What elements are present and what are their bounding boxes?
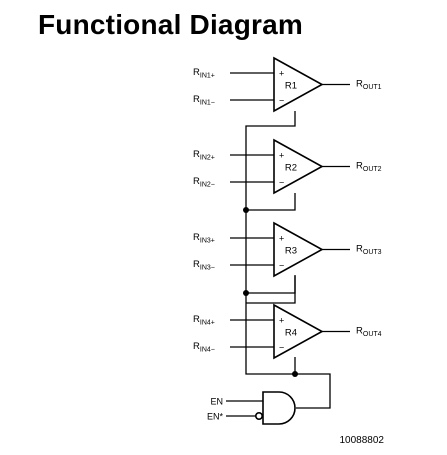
junction-dot-r4: [292, 371, 298, 377]
receiver-triangle-icon: [273, 221, 324, 278]
pin-out-label-main: R: [356, 79, 363, 90]
minus-sign: −: [279, 261, 284, 271]
junction-dot-r2: [243, 207, 249, 213]
and-gate-icon: [262, 391, 296, 425]
minus-sign: −: [279, 178, 284, 188]
plus-sign: +: [279, 316, 284, 326]
receiver-triangle-icon: [273, 303, 324, 360]
pin-in-pos-label-sub: IN1+: [200, 73, 215, 80]
pin-out-label: ROUT4: [356, 326, 382, 339]
plus-sign: +: [279, 234, 284, 244]
plus-sign: +: [279, 69, 284, 79]
pin-out-label-main: R: [356, 326, 363, 337]
pin-in-pos-label-main: R: [193, 149, 200, 160]
page-title: Functional Diagram: [38, 9, 303, 40]
pin-in-pos-label: RIN2+: [193, 149, 215, 162]
pin-out-label: ROUT1: [356, 79, 382, 92]
en-label: EN: [210, 397, 223, 407]
pin-in-neg-label-main: R: [193, 94, 200, 105]
pin-in-neg-label: RIN1−: [193, 94, 215, 107]
receiver-name: R4: [285, 328, 297, 339]
pin-in-pos-label-sub: IN3+: [200, 238, 215, 245]
pin-out-label: ROUT2: [356, 161, 382, 174]
pin-in-neg-label-main: R: [193, 341, 200, 352]
pin-out-label-sub: OUT2: [363, 166, 382, 173]
junction-dot-r3: [243, 290, 249, 296]
minus-sign: −: [279, 96, 284, 106]
pin-in-neg-label-sub: IN3−: [200, 265, 215, 272]
pin-out-label: ROUT3: [356, 244, 382, 257]
enable-gate: EN EN*: [207, 391, 296, 425]
pin-out-label-main: R: [356, 161, 363, 172]
pin-in-pos-label-sub: IN2+: [200, 155, 215, 162]
pin-in-pos-label-main: R: [193, 67, 200, 78]
bus-r2-hook: [246, 193, 296, 211]
bus-r2-to-r1: [245, 111, 296, 210]
pin-in-neg-label: RIN3−: [193, 259, 215, 272]
pin-in-neg-label: RIN2−: [193, 176, 215, 189]
pin-in-neg-label: RIN4−: [193, 341, 215, 354]
pin-in-pos-label: RIN1+: [193, 67, 215, 80]
minus-sign: −: [279, 343, 284, 353]
pin-in-neg-label-main: R: [193, 259, 200, 270]
pin-out-label-main: R: [356, 244, 363, 255]
pin-in-neg-label-sub: IN2−: [200, 182, 215, 189]
plus-sign: +: [279, 151, 284, 161]
bus-r4-hook: [246, 275, 296, 304]
en-star-label: EN*: [207, 412, 224, 422]
receiver-name: R3: [285, 246, 297, 257]
receivers: +−R1RIN1+RIN1−ROUT1+−R2RIN2+RIN2−ROUT2+−…: [193, 56, 382, 360]
pin-out-label-sub: OUT3: [363, 249, 382, 256]
pin-out-label-sub: OUT1: [363, 84, 382, 91]
receiver-triangle-icon: [273, 138, 324, 195]
pin-in-pos-label-main: R: [193, 232, 200, 243]
receiver-triangle-icon: [273, 56, 324, 113]
figure-id: 10088802: [340, 435, 385, 446]
pin-in-pos-label-sub: IN4+: [200, 320, 215, 327]
pin-in-neg-label-sub: IN4−: [200, 347, 215, 354]
pin-in-pos-label: RIN4+: [193, 314, 215, 327]
gate-output-wire: [295, 373, 331, 409]
bus-r3-hook-2: [246, 276, 296, 294]
receiver-name: R1: [285, 81, 297, 92]
pin-in-neg-label-main: R: [193, 176, 200, 187]
pin-in-neg-label-sub: IN1−: [200, 100, 215, 107]
inverter-bubble-icon: [255, 411, 264, 420]
receiver-name: R2: [285, 163, 297, 174]
pin-in-pos-label-main: R: [193, 314, 200, 325]
enable-bus: [243, 111, 331, 409]
pin-in-pos-label: RIN3+: [193, 232, 215, 245]
pin-out-label-sub: OUT4: [363, 331, 382, 338]
